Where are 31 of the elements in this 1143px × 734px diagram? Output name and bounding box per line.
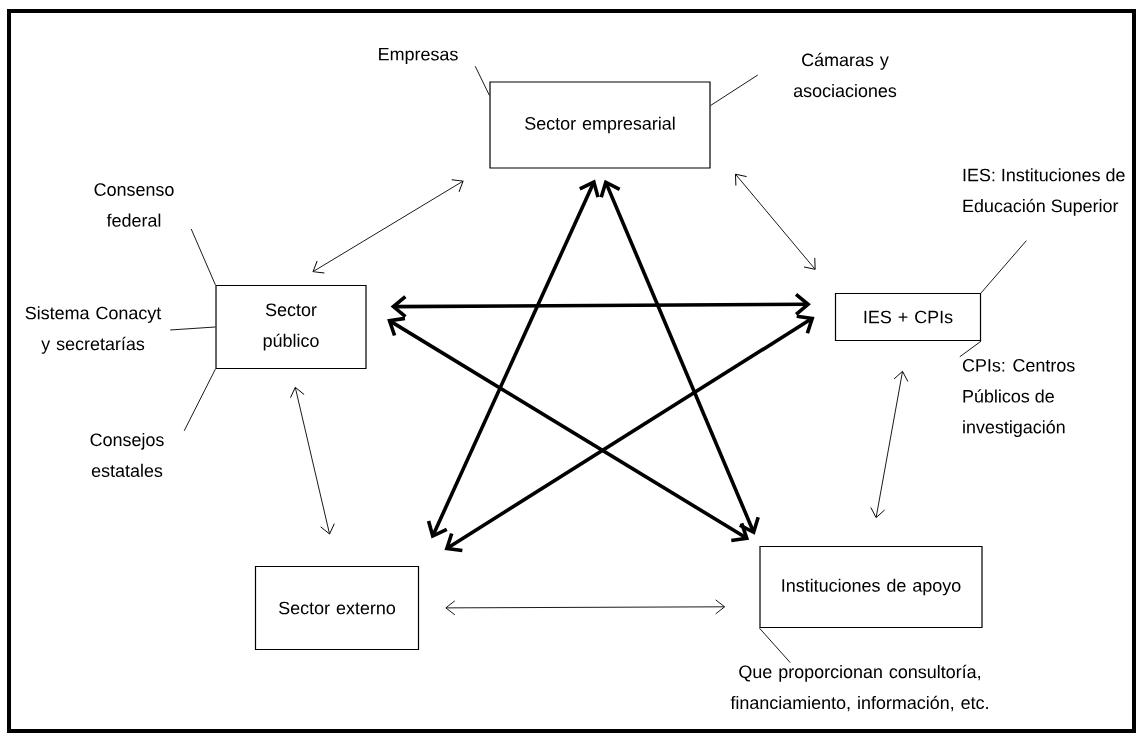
double-arrow (387, 316, 750, 543)
double-arrow (390, 292, 811, 318)
annotation-text: Cámaras y asociaciones (793, 52, 897, 98)
annotation-text: Consenso federal (94, 183, 174, 227)
double-arrow (870, 370, 909, 519)
double-arrow (599, 179, 760, 535)
sector-box: Sector empresarial (489, 81, 711, 169)
annotation-text: Que proporcionan consultoría, financiamiento, información, etc. (730, 664, 988, 712)
leader-line (758, 627, 791, 664)
double-arrow (290, 386, 335, 535)
annotation-text: IES: Instituciones de Educación Superior (963, 168, 1125, 216)
annotation-text: Empresas (379, 47, 458, 64)
leader-line (959, 340, 982, 358)
sector-box: Sector externo (254, 565, 420, 651)
leader-line (190, 228, 216, 286)
double-arrow (444, 314, 815, 553)
double-arrow (445, 599, 726, 616)
leader-line (710, 74, 759, 106)
leader-line (169, 326, 216, 331)
leader-line (183, 368, 216, 432)
annotation-text: CPIs: Centros Públicos de investigación (962, 359, 1075, 437)
leader-line (980, 240, 1027, 294)
annotation-text: Consejos estatales (90, 432, 164, 477)
annotation-text: Sistema Conacyt y secretarías (25, 306, 162, 354)
double-arrow (426, 179, 600, 539)
sector-box: Instituciones de apoyo (759, 545, 983, 629)
leader-line (474, 65, 490, 96)
double-arrow (735, 173, 816, 270)
sector-box: Sector público (215, 284, 367, 370)
double-arrow (312, 179, 464, 274)
sector-box: IES + CPIs (834, 292, 982, 342)
